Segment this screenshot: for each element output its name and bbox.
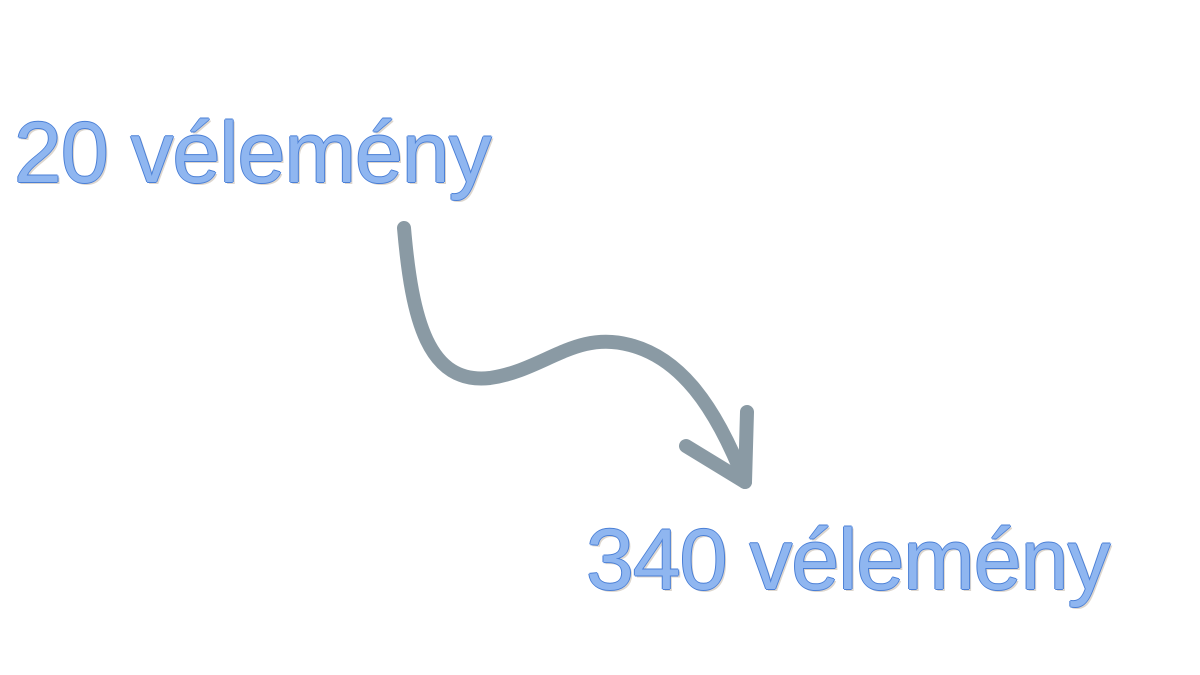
review-count-before: 20 vélemény: [14, 105, 492, 201]
review-count-after: 340 vélemény: [586, 512, 1110, 608]
arrow-head: [679, 405, 754, 489]
arrow-shaft: [397, 221, 752, 489]
